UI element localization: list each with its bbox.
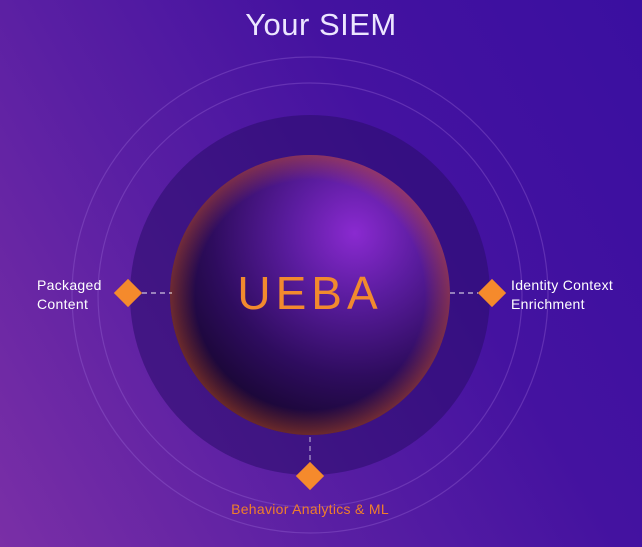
sphere-rim [170, 155, 450, 435]
node-label-packaged-content: Packaged Content [37, 276, 102, 314]
diagram-title: Your SIEM [245, 7, 397, 42]
node-label-line: Identity Context [511, 277, 614, 293]
center-label: UEBA [237, 267, 383, 319]
node-label-line: Enrichment [511, 296, 585, 312]
node-label-behavior-analytics: Behavior Analytics & ML [231, 501, 389, 517]
node-label-identity-context: Identity Context Enrichment [511, 276, 613, 314]
right-node-diamond [477, 278, 507, 308]
outer-ring [71, 56, 549, 534]
node-label-line: Packaged [37, 277, 102, 293]
node-label-line: Content [37, 296, 89, 312]
middle-ring [97, 82, 523, 508]
bottom-node-diamond [295, 461, 325, 491]
